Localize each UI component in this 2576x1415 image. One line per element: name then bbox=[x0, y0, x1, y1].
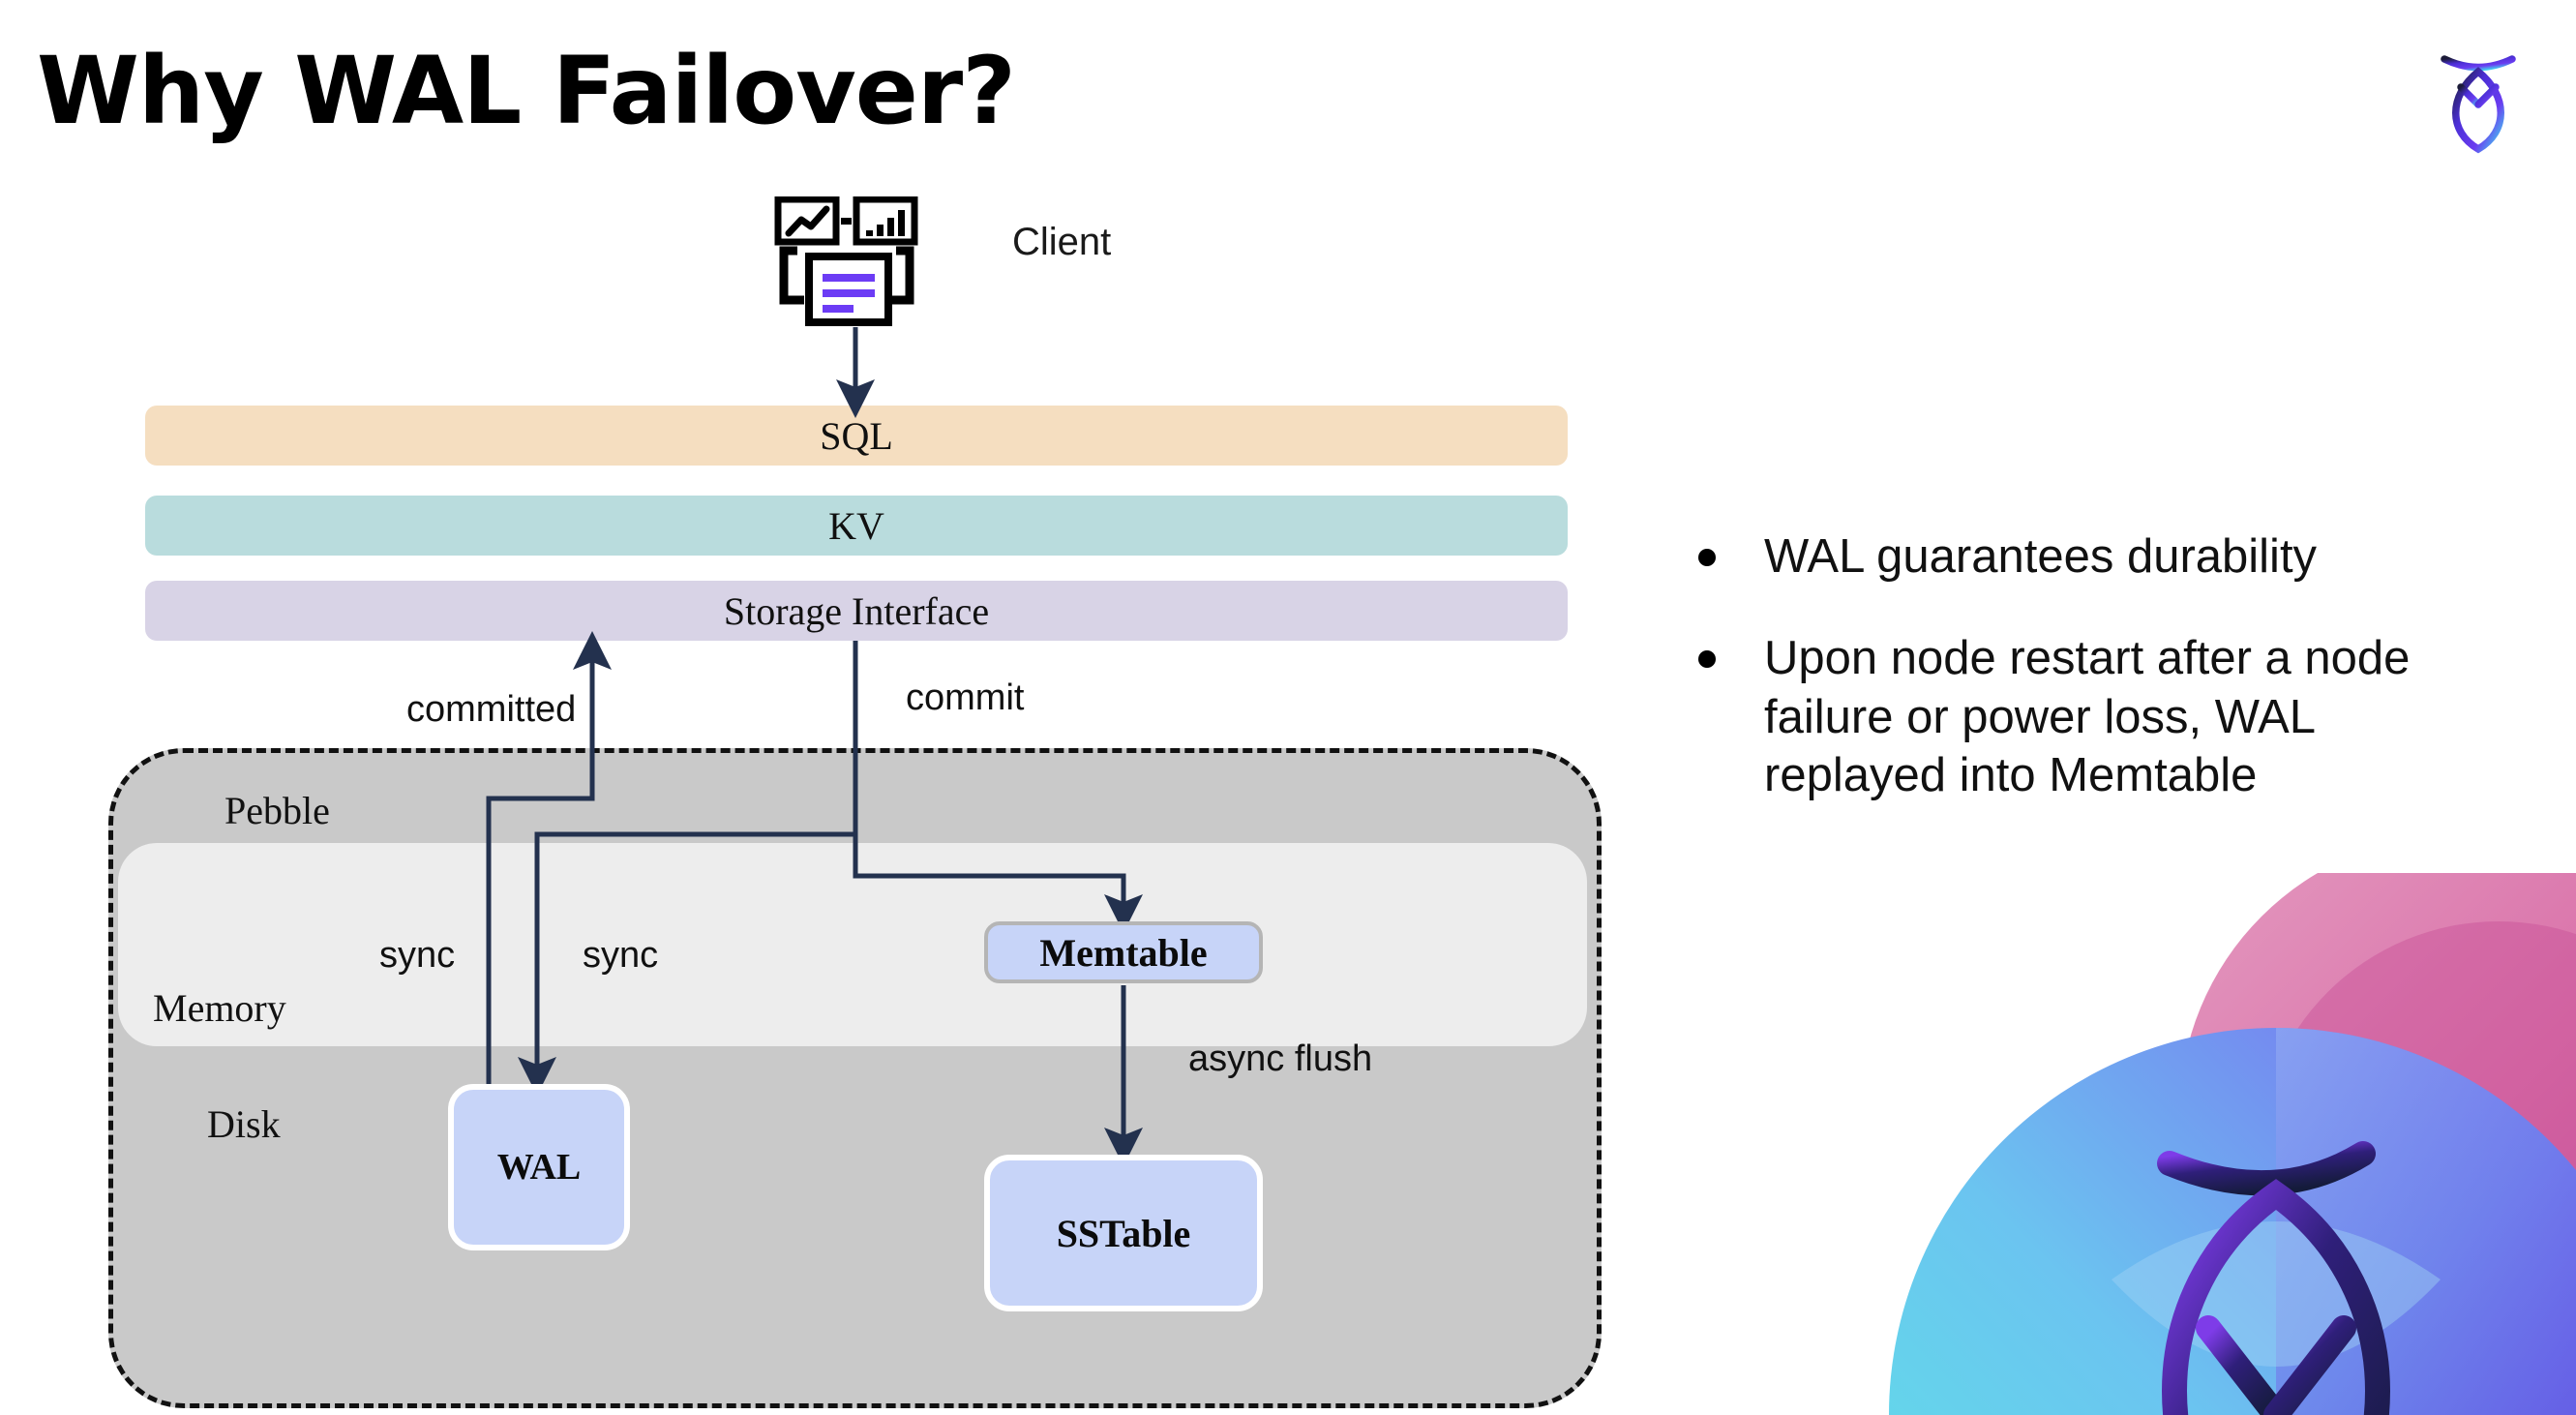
node-label-sstable: SSTable bbox=[1056, 1211, 1191, 1255]
list-item: WAL guarantees durability bbox=[1698, 527, 2501, 587]
memory-label: Memory bbox=[153, 986, 286, 1030]
node-label-wal: WAL bbox=[496, 1147, 582, 1188]
disk-label: Disk bbox=[207, 1102, 281, 1146]
edge-label-async-flush: async flush bbox=[1188, 1039, 1373, 1079]
node-wal[interactable]: WAL bbox=[448, 1084, 630, 1250]
memory-panel bbox=[118, 843, 1587, 1046]
bullet-text: Upon node restart after a node failure o… bbox=[1764, 631, 2411, 802]
layer-bar-sql[interactable]: SQL bbox=[145, 406, 1568, 466]
edge-label-sync-right: sync bbox=[583, 935, 659, 976]
node-label-memtable: Memtable bbox=[1039, 930, 1208, 975]
page-title: Why WAL Failover? bbox=[37, 37, 1016, 145]
client-dashboard-icon bbox=[774, 196, 929, 327]
cockroachdb-logo bbox=[2421, 41, 2535, 162]
bullet-dot-icon bbox=[1698, 649, 1716, 668]
layer-label-storage-interface: Storage Interface bbox=[723, 588, 990, 633]
bullet-dot-icon bbox=[1698, 549, 1716, 566]
layer-bar-storage-interface[interactable]: Storage Interface bbox=[145, 581, 1568, 641]
edge-label-committed: committed bbox=[406, 689, 577, 730]
layer-bar-kv[interactable]: KV bbox=[145, 496, 1568, 556]
pebble-label: Pebble bbox=[225, 789, 330, 832]
list-item: Upon node restart after a node failure o… bbox=[1698, 629, 2501, 805]
edge-label-sync-left: sync bbox=[379, 935, 456, 976]
notes-list: WAL guarantees durability Upon node rest… bbox=[1698, 527, 2501, 848]
decorative-artwork bbox=[1821, 873, 2576, 1415]
node-memtable[interactable]: Memtable bbox=[984, 921, 1263, 983]
client-label: Client bbox=[1012, 221, 1112, 263]
edge-label-commit: commit bbox=[906, 677, 1025, 718]
layer-label-sql: SQL bbox=[820, 413, 893, 458]
bullet-text: WAL guarantees durability bbox=[1764, 530, 2318, 583]
node-sstable[interactable]: SSTable bbox=[984, 1155, 1263, 1311]
layer-label-kv: KV bbox=[828, 503, 884, 548]
